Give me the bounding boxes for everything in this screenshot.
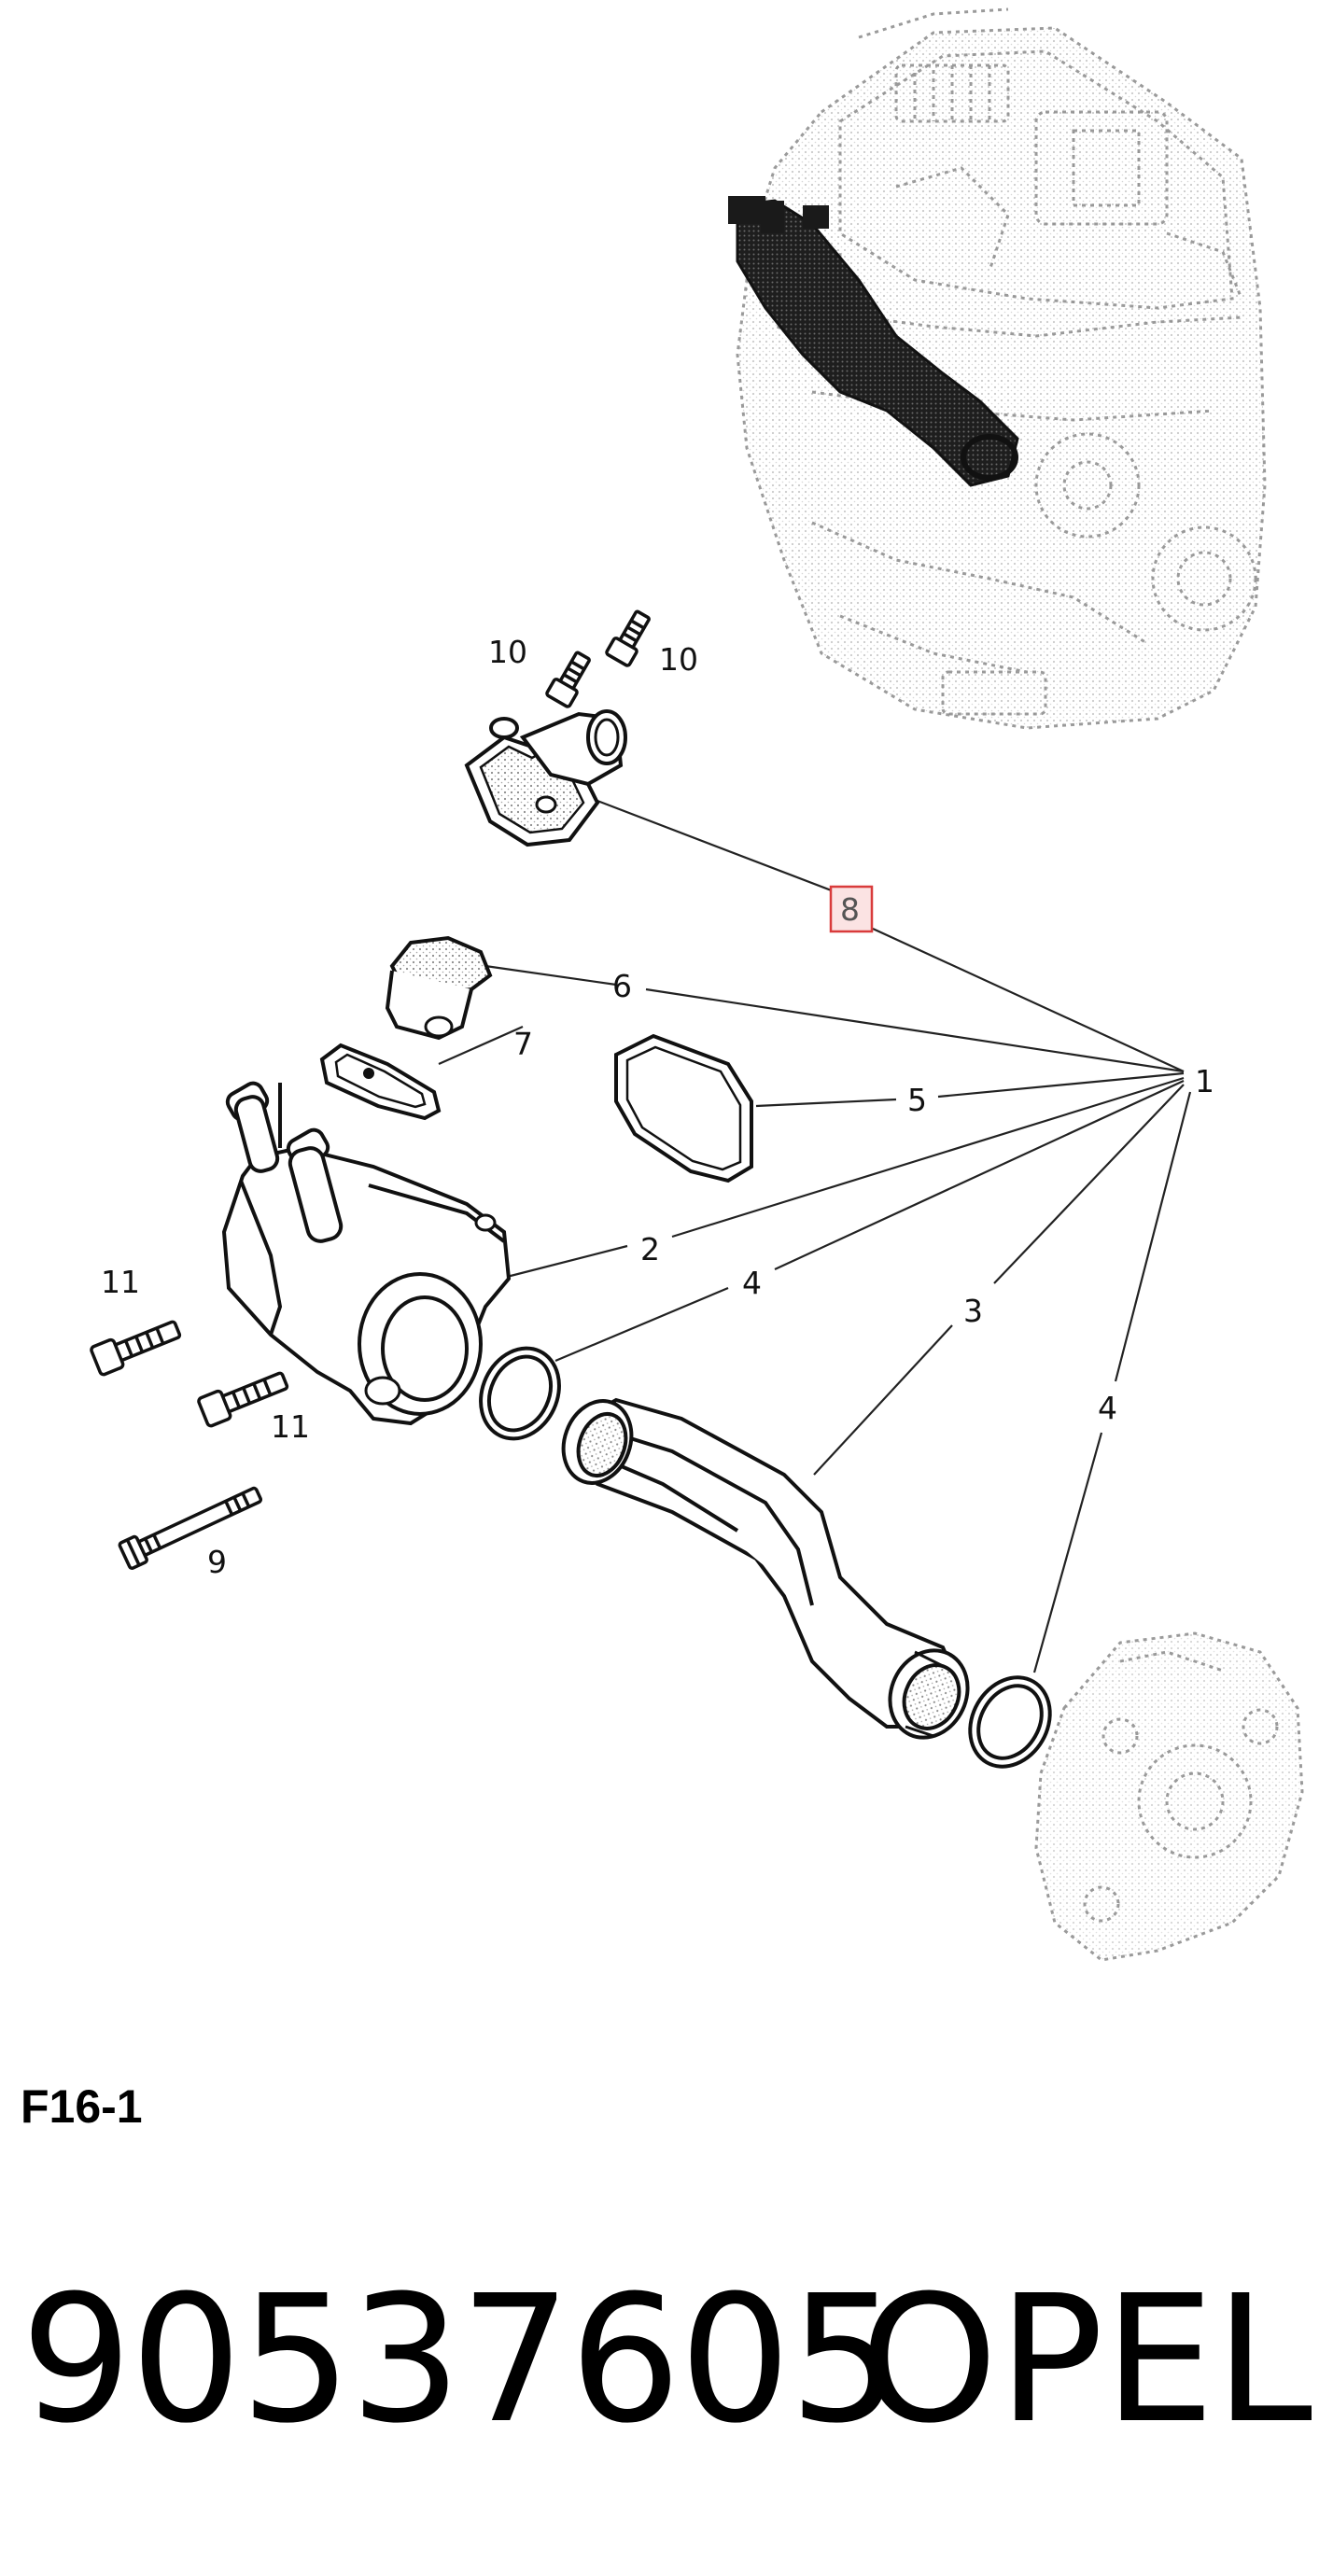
callout-5: 5 [907, 1082, 927, 1118]
callout-11b: 11 [271, 1408, 310, 1445]
brand-name: OPEL [860, 2258, 1312, 2462]
callout-8[interactable]: 8 [840, 891, 860, 928]
part-coolant-pipe [561, 1397, 970, 1740]
callout-7: 7 [513, 1026, 533, 1062]
leader-lines [438, 799, 1192, 1673]
part-gasket [319, 1043, 442, 1121]
callout-2: 2 [640, 1231, 660, 1267]
part-number: 90537605 [21, 2258, 901, 2462]
callout-8-highlight[interactable]: 8 [829, 885, 874, 933]
part-thermostat [385, 935, 493, 1041]
callout-10b: 10 [659, 641, 698, 678]
part-bolts-11 [90, 1320, 289, 1428]
part-bolts-10 [545, 609, 651, 708]
part-stud-9 [118, 1486, 263, 1570]
part-rect-seal [614, 1033, 753, 1183]
callout-9: 9 [207, 1544, 227, 1580]
engine-block-shading [737, 28, 1265, 728]
diagram-code: F16-1 [21, 2080, 143, 2133]
water-pump-shading [1036, 1633, 1302, 1960]
callout-11a: 11 [101, 1264, 140, 1300]
engine-highlighted-housing [728, 196, 1019, 487]
callout-1: 1 [1195, 1063, 1214, 1099]
part-o-rings [479, 1346, 1052, 1769]
callout-4a: 4 [742, 1265, 762, 1301]
part-thermostat-housing [221, 1081, 512, 1426]
callout-8-box[interactable] [829, 885, 874, 933]
callout-6: 6 [612, 968, 632, 1004]
callout-labels: 1 2 3 4 4 5 6 7 9 10 10 11 11 [101, 634, 1214, 1580]
part-outlet-elbow [464, 709, 627, 847]
callout-3: 3 [963, 1293, 983, 1329]
callout-4b: 4 [1098, 1390, 1117, 1426]
callout-10a: 10 [488, 634, 527, 670]
